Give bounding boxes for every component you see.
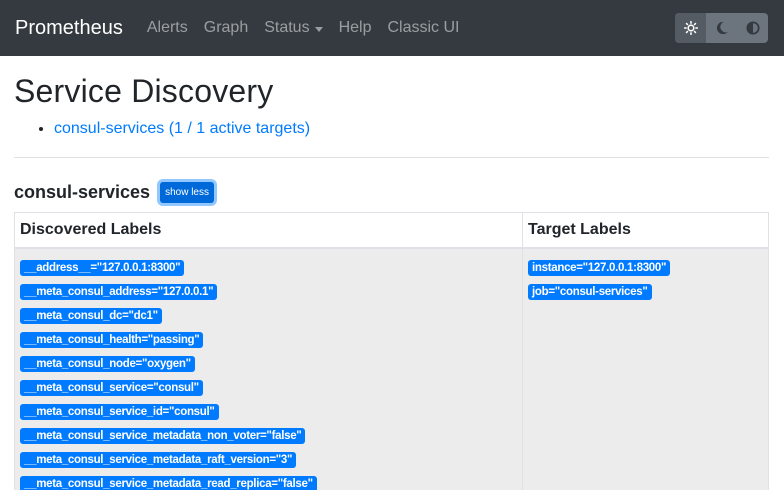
label-badge: __meta_consul_service_id="consul" — [20, 404, 219, 420]
header-discovered-labels: Discovered Labels — [14, 212, 523, 249]
theme-light-button[interactable] — [675, 13, 706, 43]
show-less-button[interactable]: show less — [160, 182, 214, 203]
label-badge: __meta_consul_service_metadata_read_repl… — [20, 476, 317, 490]
page-title: Service Discovery — [14, 73, 274, 109]
label-badge: __meta_consul_service_metadata_non_voter… — [20, 428, 306, 444]
target-label-badge: job="consul-services" — [528, 284, 652, 300]
toc-link-consul-services[interactable]: consul-services (1 / 1 active targets) — [54, 120, 311, 137]
nav-classic-ui[interactable]: Classic UI — [387, 19, 460, 36]
labels-table: Discovered Labels Target Labels __addres… — [14, 212, 769, 490]
divider — [14, 157, 769, 158]
nav-help[interactable]: Help — [338, 19, 372, 36]
nav-graph[interactable]: Graph — [203, 19, 249, 36]
label-badge: __meta_consul_service_metadata_raft_vers… — [20, 452, 297, 468]
toc-item: consul-services (1 / 1 active targets) — [54, 117, 769, 141]
nav-alerts[interactable]: Alerts — [146, 19, 188, 36]
header-target-labels: Target Labels — [522, 212, 769, 249]
discovered-labels-cell: __address__="127.0.0.1:8300" __meta_cons… — [14, 247, 523, 490]
moon-icon — [716, 21, 728, 35]
label-badge: __address__="127.0.0.1:8300" — [20, 260, 185, 276]
pool-toc-list: consul-services (1 / 1 active targets) — [14, 117, 769, 141]
label-badge: __meta_consul_dc="dc1" — [20, 308, 162, 324]
top-navbar: Prometheus Alerts Graph Status Help Clas… — [0, 0, 784, 56]
pool-header: consul-services show less — [14, 182, 769, 203]
theme-dark-button[interactable] — [706, 13, 737, 43]
sun-icon — [683, 21, 698, 35]
target-label-badge: instance="127.0.0.1:8300" — [528, 260, 671, 276]
target-labels-cell: instance="127.0.0.1:8300" job="consul-se… — [522, 247, 769, 490]
theme-toggle-group — [675, 13, 768, 43]
nav-status-label: Status — [264, 19, 310, 36]
main-content: Service Discovery consul-services (1 / 1… — [0, 72, 784, 490]
table-row: __address__="127.0.0.1:8300" __meta_cons… — [14, 247, 769, 490]
label-badge: __meta_consul_address="127.0.0.1" — [20, 284, 218, 300]
theme-auto-button[interactable] — [737, 13, 768, 43]
label-badge: __meta_consul_health="passing" — [20, 332, 204, 348]
caret-down-icon — [314, 26, 323, 32]
label-badge: __meta_consul_service="consul" — [20, 380, 203, 396]
pool-title: consul-services — [14, 182, 151, 202]
nav-status-dropdown[interactable]: Status — [264, 19, 323, 37]
brand-link[interactable]: Prometheus — [15, 16, 123, 39]
label-badge: __meta_consul_node="oxygen" — [20, 356, 195, 372]
adjust-icon — [745, 21, 760, 35]
